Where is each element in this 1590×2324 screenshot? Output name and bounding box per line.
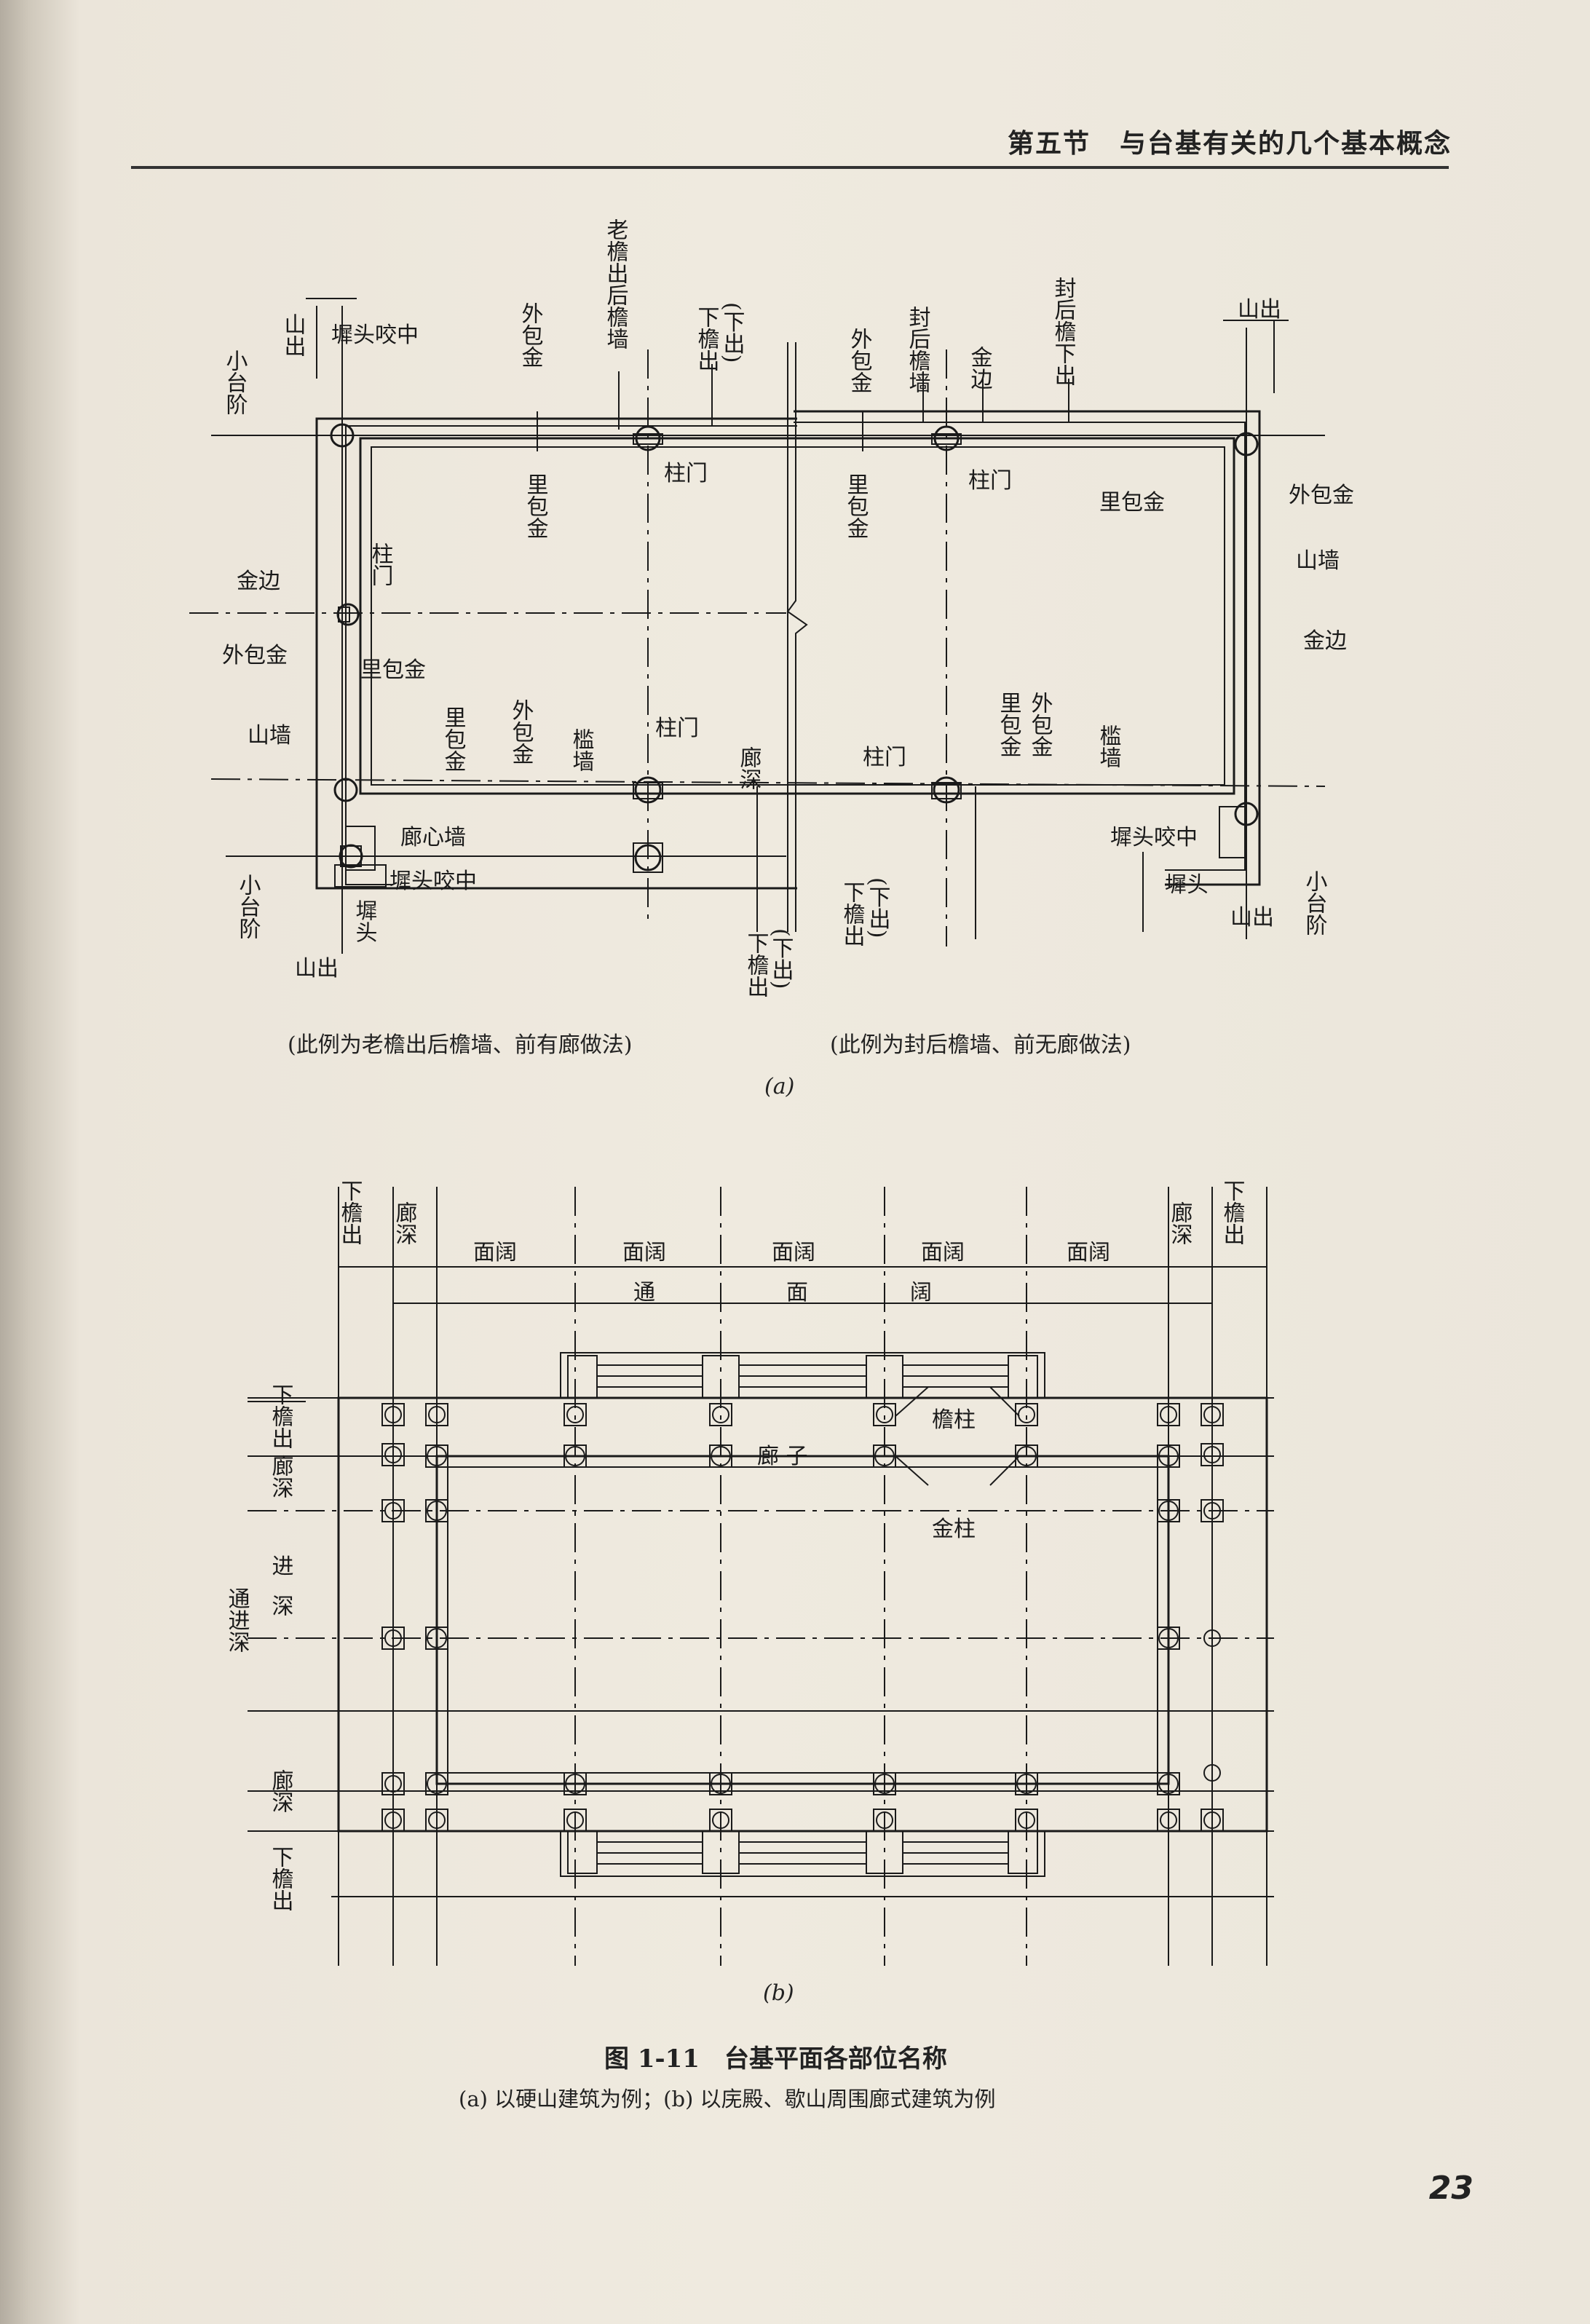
label-jinbian-top: 金边 xyxy=(967,346,993,390)
figure-a-note-right: (此例为封后檐墙、前无廊做法) xyxy=(830,1032,1131,1058)
label-zhumen-1: 柱门 xyxy=(664,461,708,486)
label-langxinqiang: 廊心墙 xyxy=(400,825,466,850)
label-b-langshen-lb: 廊深 xyxy=(268,1769,294,1813)
label-xiaotaijie-br: 小台阶 xyxy=(1302,870,1328,936)
label-xiachu-1: (下出) xyxy=(719,302,745,363)
label-b-miankuo-4: 面阔 xyxy=(921,1240,965,1265)
label-duantou-bl: 墀头 xyxy=(352,899,378,943)
label-duantou-br: 墀头 xyxy=(1165,872,1209,898)
label-xiayanchu-2: 下檐出 xyxy=(743,932,769,997)
label-xiaotaijie-tl: 小台阶 xyxy=(222,349,248,415)
label-libaojin-1: 里包金 xyxy=(523,473,549,539)
label-b-yanzhu: 檐柱 xyxy=(932,1407,976,1433)
label-b-miankuo-5: 面阔 xyxy=(1067,1240,1110,1265)
label-b-langzi: 廊 子 xyxy=(757,1444,808,1469)
label-waibaojin-5: 外包金 xyxy=(1027,692,1053,757)
label-waibaojin-3: 外包金 xyxy=(1289,483,1354,508)
figure-b-stairs-bottom xyxy=(560,1830,1045,1877)
label-b-tongjinshen: 通进深 xyxy=(224,1587,250,1653)
label-shanchu-tr: 山出 xyxy=(1238,297,1281,323)
label-fenghou-yanqiang: 封后檐墙 xyxy=(905,306,931,393)
figure-a-note-left: (此例为老檐出后檐墙、前有廊做法) xyxy=(288,1032,633,1058)
label-waibaojin-2: 外包金 xyxy=(847,328,873,393)
section-title: 与台基有关的几个基本概念 xyxy=(1119,128,1452,159)
label-waibaojin-4: 外包金 xyxy=(508,699,534,764)
label-shanchu-br: 山出 xyxy=(1230,905,1274,930)
label-jinbian-l: 金边 xyxy=(237,569,280,594)
label-b-jinzhu: 金柱 xyxy=(932,1517,976,1542)
label-waibaojin-l: 外包金 xyxy=(222,643,288,668)
label-b-miankuo-3: 面阔 xyxy=(772,1240,815,1265)
running-header: 第五节与台基有关的几个基本概念 xyxy=(1008,122,1452,160)
label-b-mian: 面 xyxy=(786,1280,808,1305)
label-libaojin-l: 里包金 xyxy=(360,657,426,683)
label-langshen-a: 廊深 xyxy=(736,746,762,790)
label-laoyan-houyanqiang: 老檐出后檐墙 xyxy=(603,218,629,349)
label-yanqiang-1: 槛墙 xyxy=(569,728,594,772)
figure-a-diagram: 山出 墀头咬中 小台阶 外包金 老檐出后檐墙 下檐出 (下出) 外包金 封后檐墙… xyxy=(189,218,1355,997)
label-shanchu-tl: 山出 xyxy=(280,313,306,357)
label-xiachu-3: (下出) xyxy=(865,877,890,938)
label-duantou-yaozhong-br: 墀头咬中 xyxy=(1110,825,1198,850)
label-libaojin-2: 里包金 xyxy=(843,473,869,539)
figure-b-diagram: 下檐出 廊深 面阔 面阔 面阔 面阔 面阔 廊深 下檐出 通 面 阔 檐柱 廊 … xyxy=(224,1179,1274,1966)
label-b-xiayanchu-lt: 下檐出 xyxy=(268,1383,293,1449)
figure-a-labels: 山出 墀头咬中 小台阶 外包金 老檐出后檐墙 下檐出 (下出) 外包金 封后檐墙… xyxy=(222,218,1355,997)
label-xiachu-2: (下出) xyxy=(768,928,794,989)
figure-b-grid xyxy=(248,1187,1274,1966)
label-b-xiayanchu-tr: 下檐出 xyxy=(1219,1179,1245,1245)
figure-a-axis-lines xyxy=(189,306,1326,954)
label-waibaojin-1: 外包金 xyxy=(518,302,544,368)
figure-b-stairs-top xyxy=(560,1352,1045,1399)
label-b-shen: 深 xyxy=(268,1594,293,1616)
figure-caption-title: 图 1-11 台基平面各部位名称 xyxy=(604,2044,947,2074)
figure-b-hall-wall-outer xyxy=(435,1455,1170,1785)
label-b-langshen-tr: 廊深 xyxy=(1167,1201,1193,1245)
figure-caption-subtitle: (a) 以硬山建筑为例；(b) 以庑殿、歇山周围廊式建筑为例 xyxy=(459,2087,996,2111)
label-shanchu-bl: 山出 xyxy=(295,956,339,981)
label-zhumen-3: 柱门 xyxy=(655,716,699,741)
label-zhumen-4: 柱门 xyxy=(863,745,906,770)
label-b-langshen-tl: 廊深 xyxy=(392,1201,418,1245)
header-rule xyxy=(131,166,1449,169)
label-b-xiayanchu-tl: 下檐出 xyxy=(337,1179,363,1245)
label-xiaotaijie-bl: 小台阶 xyxy=(235,874,261,939)
label-b-miankuo-1: 面阔 xyxy=(473,1240,517,1265)
label-jinbian-r: 金边 xyxy=(1303,628,1347,654)
label-yanqiang-2: 槛墙 xyxy=(1096,724,1121,768)
figure-b-hall-wall-inner xyxy=(447,1466,1158,1774)
label-b-tong: 通 xyxy=(633,1280,655,1305)
label-b-miankuo-2: 面阔 xyxy=(622,1240,666,1265)
label-libaojin-3: 里包金 xyxy=(1099,490,1165,515)
label-shanqiang-l: 山墙 xyxy=(248,723,291,748)
label-zhumen-2: 柱门 xyxy=(968,468,1012,494)
label-xiayanchu-3: 下檐出 xyxy=(839,881,865,946)
section-number: 第五节 xyxy=(1007,128,1091,159)
page-number: 23 xyxy=(1428,2170,1474,2207)
label-b-langshen-lt: 廊深 xyxy=(268,1455,294,1498)
label-b-jin: 进 xyxy=(268,1554,293,1576)
label-b-xiayanchu-lb: 下檐出 xyxy=(268,1846,293,1911)
label-duantou-yaozhong-bl: 墀头咬中 xyxy=(389,869,477,894)
label-shanqiang-r: 山墙 xyxy=(1296,548,1340,574)
label-b-kuo: 阔 xyxy=(910,1280,932,1305)
label-zhumen-l: 柱门 xyxy=(368,542,393,586)
label-fenghou-yanxiachu: 封后檐下出 xyxy=(1051,277,1077,386)
label-duantou-yaozhong-tl: 墀头咬中 xyxy=(331,323,419,348)
figure-a-panel-label: (a) xyxy=(764,1074,795,1099)
figure-b-panel-label: (b) xyxy=(763,1980,794,2006)
figure-b-labels: 下檐出 廊深 面阔 面阔 面阔 面阔 面阔 廊深 下檐出 通 面 阔 檐柱 廊 … xyxy=(224,1179,1245,1911)
label-libaojin-4: 里包金 xyxy=(440,706,467,772)
label-libaojin-5: 里包金 xyxy=(996,692,1022,757)
left-outer-line xyxy=(315,417,797,890)
label-xiayanchu-1: 下檐出 xyxy=(694,306,719,371)
